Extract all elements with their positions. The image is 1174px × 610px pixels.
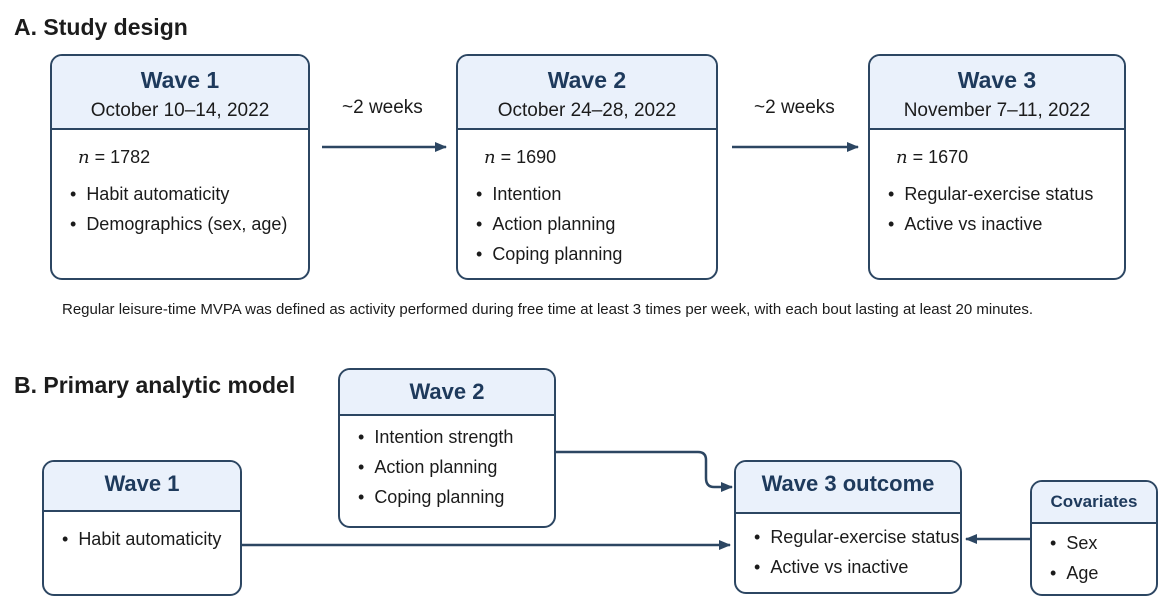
wave-1-dates: October 10–14, 2022 <box>90 100 270 121</box>
list-item: Habit automaticity <box>70 179 308 209</box>
wave-1-header: Wave 1 October 10–14, 2022 <box>52 56 308 130</box>
list-item: Sex <box>1050 528 1156 558</box>
wave-1-measures: Habit automaticity Demographics (sex, ag… <box>52 179 308 239</box>
list-item: Age <box>1050 558 1156 588</box>
wave-3-box: Wave 3 November 7–11, 2022 n = 1670 Regu… <box>868 54 1126 280</box>
model-outcome-measures: Regular-exercise status Active vs inacti… <box>736 522 960 582</box>
list-item: Action planning <box>476 209 716 239</box>
model-wave-2-predictors: Intention strength Action planning Copin… <box>340 422 554 512</box>
wave-2-box: Wave 2 October 24–28, 2022 n = 1690 Inte… <box>456 54 718 280</box>
interval-label-2: ~2 weeks <box>754 97 835 118</box>
list-item: Active vs inactive <box>754 552 960 582</box>
wave-2-header: Wave 2 October 24–28, 2022 <box>458 56 716 130</box>
wave-3-dates: November 7–11, 2022 <box>903 100 1091 121</box>
list-item: Active vs inactive <box>888 209 1124 239</box>
arrow-model-wave2-to-outcome <box>556 450 733 492</box>
list-item: Coping planning <box>476 239 716 269</box>
wave-3-header: Wave 3 November 7–11, 2022 <box>870 56 1124 130</box>
model-covariates-box: Covariates Sex Age <box>1030 480 1158 596</box>
section-a-title: A. Study design <box>14 14 188 40</box>
list-item: Habit automaticity <box>62 524 240 554</box>
model-outcome-header: Wave 3 outcome <box>736 462 960 514</box>
wave-2-measures: Intention Action planning Coping plannin… <box>458 179 716 269</box>
wave-3-measures: Regular-exercise status Active vs inacti… <box>870 179 1124 239</box>
interval-label-1: ~2 weeks <box>342 97 423 118</box>
model-covariates-title: Covariates <box>1050 492 1138 511</box>
model-outcome-title: Wave 3 outcome <box>761 471 935 496</box>
list-item: Coping planning <box>358 482 554 512</box>
list-item: Regular-exercise status <box>888 179 1124 209</box>
list-item: Regular-exercise status <box>754 522 960 552</box>
model-wave-2-box: Wave 2 Intention strength Action plannin… <box>338 368 556 528</box>
model-wave-2-header: Wave 2 <box>340 370 554 416</box>
model-covariates-list: Sex Age <box>1032 528 1156 588</box>
wave-2-sample-size: n = 1690 <box>484 147 557 168</box>
wave-3-title: Wave 3 <box>957 67 1037 93</box>
section-b-title: B. Primary analytic model <box>14 372 296 398</box>
list-item: Action planning <box>358 452 554 482</box>
model-outcome-box: Wave 3 outcome Regular-exercise status A… <box>734 460 962 594</box>
list-item: Demographics (sex, age) <box>70 209 308 239</box>
model-wave-1-header: Wave 1 <box>44 462 240 512</box>
model-wave-1-predictors: Habit automaticity <box>44 524 240 554</box>
wave-3-sample-size: n = 1670 <box>896 147 969 168</box>
wave-2-dates: October 24–28, 2022 <box>497 100 677 121</box>
model-wave-2-title: Wave 2 <box>409 379 485 404</box>
wave-1-box: Wave 1 October 10–14, 2022 n = 1782 Habi… <box>50 54 310 280</box>
list-item: Intention strength <box>358 422 554 452</box>
mvpa-definition-note: Regular leisure-time MVPA was defined as… <box>62 301 1034 318</box>
model-wave-1-box: Wave 1 Habit automaticity <box>42 460 242 596</box>
model-wave-1-title: Wave 1 <box>104 471 180 496</box>
list-item: Intention <box>476 179 716 209</box>
model-covariates-header: Covariates <box>1032 482 1156 524</box>
wave-1-title: Wave 1 <box>140 67 220 93</box>
wave-1-sample-size: n = 1782 <box>78 147 151 168</box>
wave-2-title: Wave 2 <box>547 67 627 93</box>
